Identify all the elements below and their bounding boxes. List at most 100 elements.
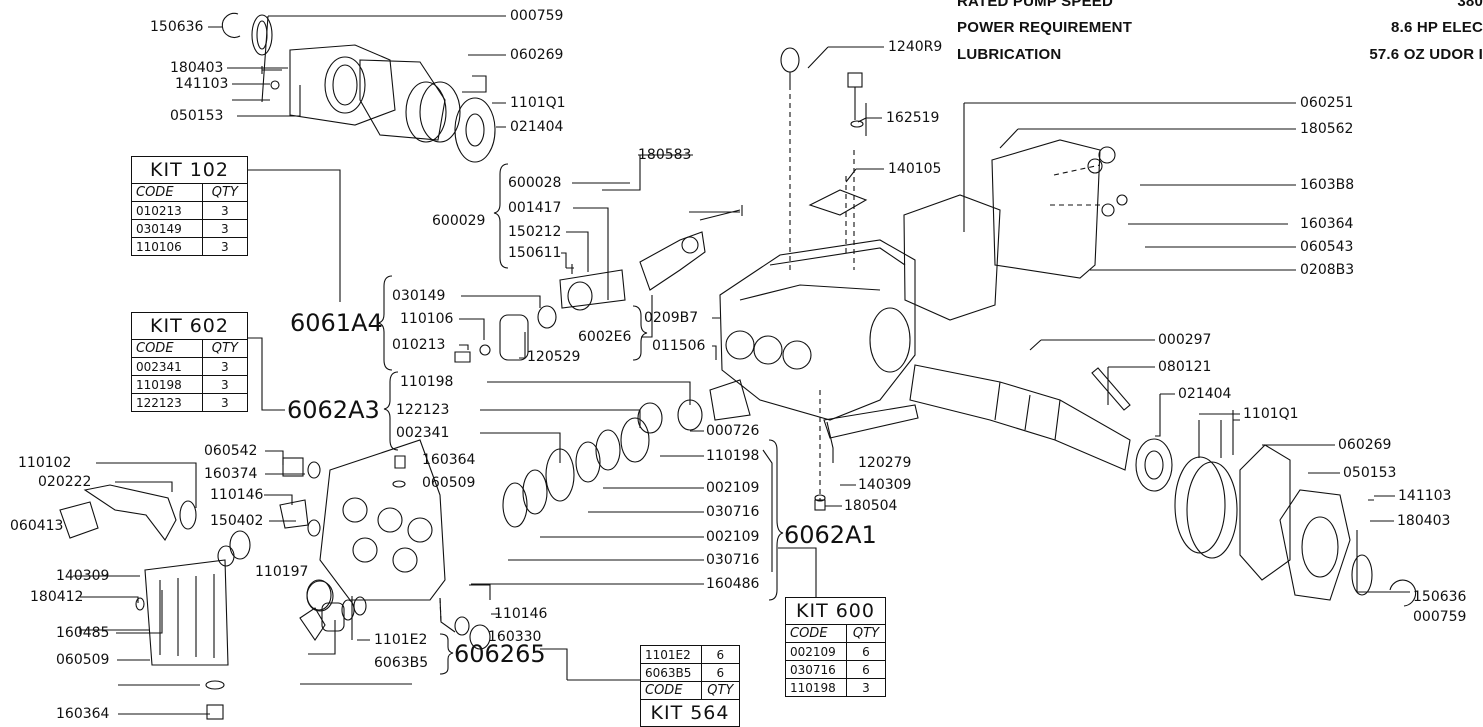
kit-col-code: CODE	[785, 624, 847, 643]
kit-qty: 6	[700, 645, 741, 664]
spec-label-lubrication: LUBRICATION	[957, 46, 1062, 63]
spec-value-power: 8.6 HP ELEC	[1391, 19, 1483, 36]
kit-code: 002109	[785, 642, 847, 661]
part-label: 141103	[1398, 488, 1452, 504]
part-label: 010213	[392, 337, 446, 353]
part-label: 150636	[1413, 589, 1467, 605]
part-label: 141103	[175, 76, 229, 92]
part-label: 160374	[204, 466, 258, 482]
kit-code: 110198	[131, 375, 203, 394]
spec-label-pump-speed: RATED PUMP SPEED	[957, 0, 1114, 10]
part-label: 150402	[210, 513, 264, 529]
part-label: 110198	[400, 374, 454, 390]
part-label: 000759	[510, 8, 564, 24]
part-label: 021404	[510, 119, 564, 135]
spec-value-speed: 380	[1457, 0, 1483, 10]
part-label: 180562	[1300, 121, 1354, 137]
part-label: 1101E2	[374, 632, 428, 648]
part-label: 160330	[488, 629, 542, 645]
part-label: 6063B5	[374, 655, 429, 671]
part-label: 600028	[508, 175, 562, 191]
part-label: 060269	[1338, 437, 1392, 453]
kit-qty: 6	[700, 663, 741, 682]
part-label: 180583	[638, 147, 692, 163]
part-label: 021404	[1178, 386, 1232, 402]
kit-col-code: CODE	[131, 339, 203, 358]
kit-code: 030716	[785, 660, 847, 679]
spec-value-lubrication: 57.6 OZ UDOR I	[1369, 46, 1483, 63]
part-label: 060509	[56, 652, 110, 668]
kit-code: 010213	[131, 201, 203, 220]
part-label: 1101Q1	[1243, 406, 1299, 422]
kit-qty: 3	[201, 375, 249, 394]
assembly-label: 606265	[454, 640, 546, 668]
part-label: 000297	[1158, 332, 1212, 348]
part-label: 060509	[422, 475, 476, 491]
spec-label-power: POWER REQUIREMENT	[957, 19, 1133, 36]
part-label: 150636	[150, 19, 204, 35]
part-label: 050153	[1343, 465, 1397, 481]
part-label: 110106	[400, 311, 454, 327]
part-label: 180403	[170, 60, 224, 76]
part-label: 600029	[432, 213, 486, 229]
kit-code: 110198	[785, 678, 847, 697]
part-label: 002109	[706, 480, 760, 496]
part-label: 050153	[170, 108, 224, 124]
assembly-label: 6062A1	[784, 521, 877, 549]
part-label: 120529	[527, 349, 581, 365]
part-label: 0208B3	[1300, 262, 1355, 278]
kit-qty: 3	[201, 237, 249, 256]
assembly-label: 6061A4	[290, 309, 383, 337]
kit-code: 110106	[131, 237, 203, 256]
kit-qty: 3	[201, 393, 249, 412]
part-label: 110197	[255, 564, 309, 580]
part-label: 001417	[508, 200, 562, 216]
part-label: 1101Q1	[510, 95, 566, 111]
kit-col-qty: QTY	[700, 681, 741, 700]
part-outlines	[59, 12, 1417, 720]
kit-code: 6063B5	[640, 663, 702, 682]
part-label: 110146	[210, 487, 264, 503]
part-label: 0209B7	[644, 310, 699, 326]
part-label: 160486	[706, 576, 760, 592]
assembly-label: 6062A3	[287, 396, 380, 424]
kit-qty: 3	[201, 201, 249, 220]
kit-code: 002341	[131, 357, 203, 376]
kit-code: 030149	[131, 219, 203, 238]
part-label: 1603B8	[1300, 177, 1355, 193]
kit-col-qty: QTY	[845, 624, 887, 643]
part-label: 1240R9	[888, 39, 943, 55]
part-label: 160485	[56, 625, 110, 641]
part-label: 002341	[396, 425, 450, 441]
part-label: 180504	[844, 498, 898, 514]
part-label: 160364	[422, 452, 476, 468]
part-label: 160364	[56, 706, 110, 722]
part-label: 110198	[706, 448, 760, 464]
kit-code: 1101E2	[640, 645, 702, 664]
kit-code: 122123	[131, 393, 203, 412]
part-label: 030716	[706, 552, 760, 568]
kit-col-code: CODE	[640, 681, 702, 700]
part-label: 080121	[1158, 359, 1212, 375]
part-label: 162519	[886, 110, 940, 126]
group-braces	[377, 163, 1240, 675]
kit-title: KIT 602	[131, 312, 248, 340]
part-label: 000759	[1413, 609, 1467, 625]
part-label: 060542	[204, 443, 258, 459]
part-label: 110102	[18, 455, 72, 471]
part-label: 011506	[652, 338, 706, 354]
kit-qty: 3	[201, 357, 249, 376]
kit-qty: 6	[845, 642, 887, 661]
kit-col-qty: QTY	[201, 183, 249, 202]
part-label: 030716	[706, 504, 760, 520]
kit-title: KIT 564	[640, 699, 740, 727]
part-label: 060269	[510, 47, 564, 63]
part-label: 180403	[1397, 513, 1451, 529]
part-label: 060251	[1300, 95, 1354, 111]
part-label: 150611	[508, 245, 562, 261]
